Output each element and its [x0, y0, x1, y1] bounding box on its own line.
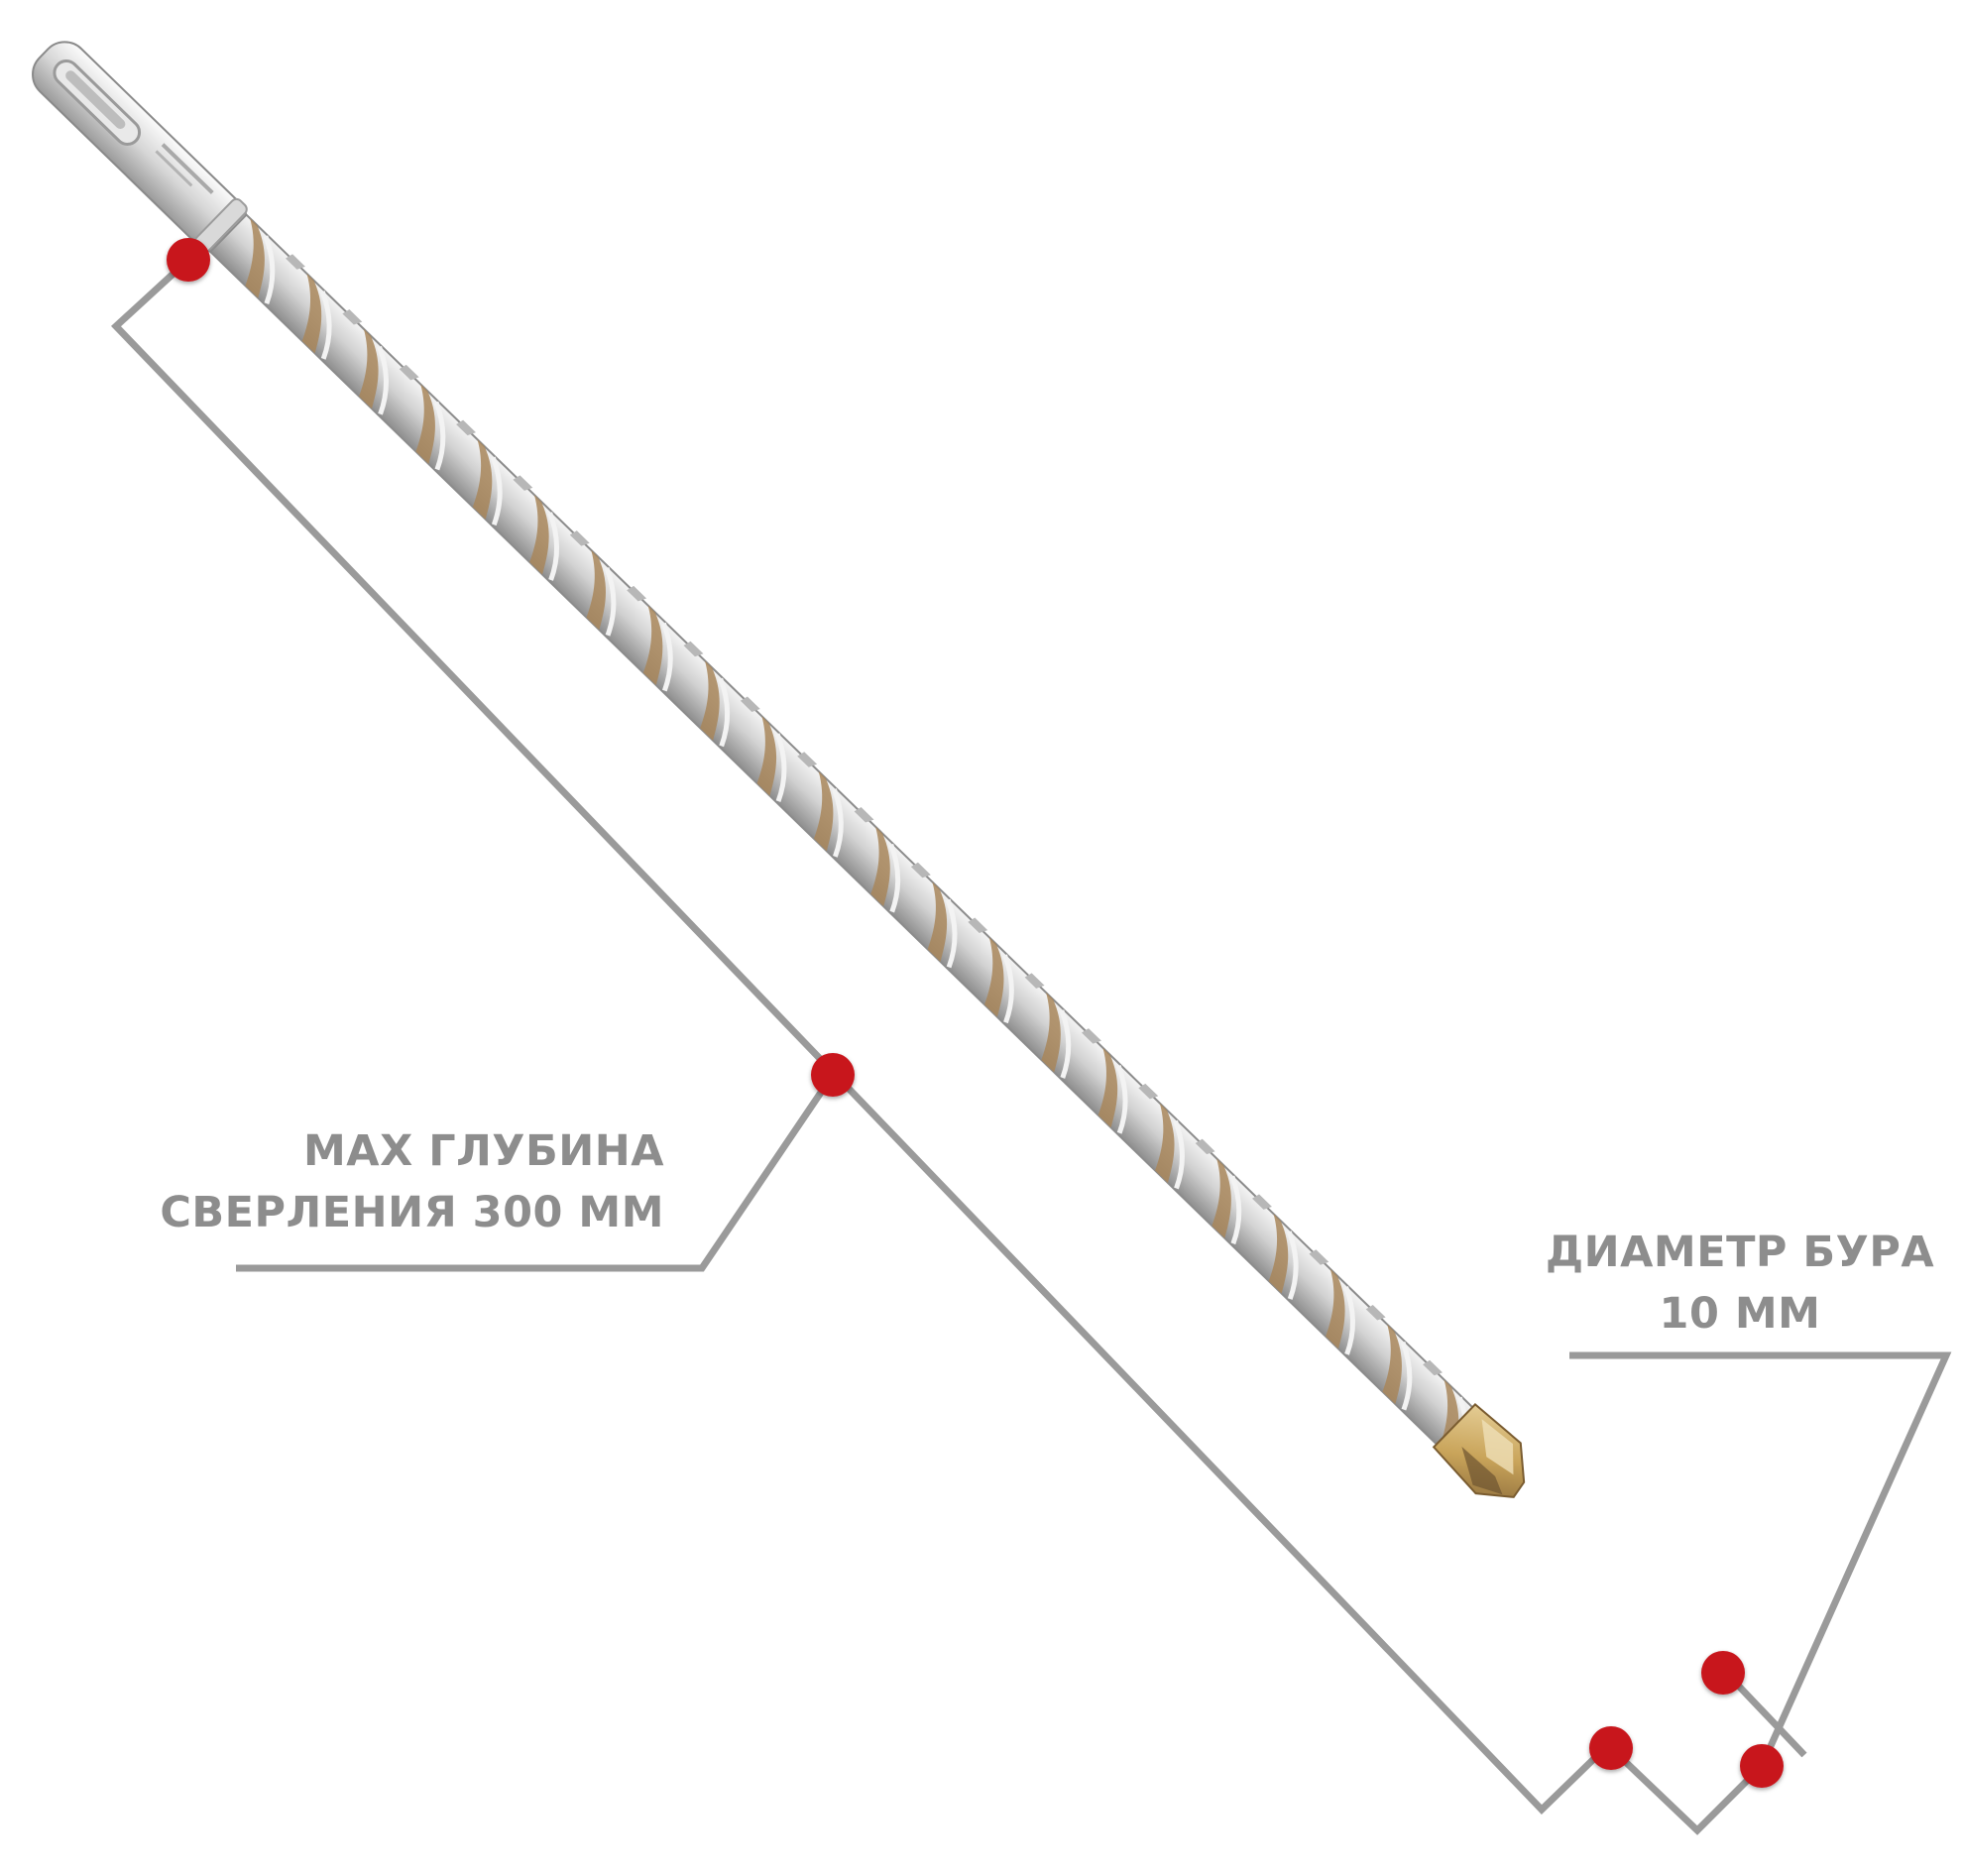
flute-groove: [529, 494, 549, 575]
flute-highlight: [377, 345, 389, 415]
drill-bit: [32, 41, 1526, 1498]
flute-groove: [1326, 1268, 1345, 1349]
flute-highlight: [1173, 1119, 1185, 1190]
flute-edge: [1195, 1138, 1215, 1155]
flute-groove: [472, 439, 493, 520]
flute-edge: [910, 862, 931, 879]
flute-edge: [627, 585, 647, 602]
marker-dot-tip-edge: [1701, 1651, 1745, 1695]
flute-highlight: [774, 733, 787, 802]
flute-highlight: [1115, 1064, 1128, 1134]
flute-edge: [1138, 1083, 1159, 1100]
depth-leader-line: [236, 1073, 836, 1272]
marker-dot-tip-side: [1740, 1744, 1784, 1788]
flute-highlight: [945, 898, 958, 969]
depth-bracket-line: [110, 257, 1611, 1815]
depth-label-line2: СВЕРЛЕНИЯ 300 ММ: [160, 1188, 664, 1237]
flute-groove: [983, 937, 1004, 1017]
flute-groove: [870, 826, 890, 907]
diameter-bracket-line: [1608, 1745, 1765, 1835]
flute-highlight: [1286, 1231, 1299, 1300]
callout-markers: [167, 238, 1784, 1788]
drill-shank: [32, 41, 248, 254]
flute-groove: [1041, 992, 1061, 1073]
diameter-label: ДИАМЕТР БУРА 10 ММ: [1532, 1222, 1948, 1345]
flute-edge: [1081, 1028, 1101, 1044]
flute-highlight: [547, 512, 560, 581]
flute-highlight: [1400, 1341, 1413, 1411]
flute-edge: [1252, 1194, 1272, 1210]
flute-groove: [586, 549, 607, 631]
flute-highlight: [1059, 1009, 1072, 1079]
flute-highlight: [263, 235, 276, 305]
flute-groove: [927, 881, 948, 962]
flute-edge: [513, 475, 533, 491]
flute-edge: [456, 419, 477, 436]
flute-edge: [1024, 973, 1045, 989]
flute-groove: [415, 384, 435, 464]
flute-highlight: [1002, 954, 1014, 1024]
depth-label-line1: MAX ГЛУБИНА: [303, 1126, 664, 1176]
depth-label: MAX ГЛУБИНА СВЕРЛЕНИЯ 300 ММ: [149, 1120, 664, 1243]
marker-dot-shank: [167, 238, 210, 282]
diameter-label-line2: 10 ММ: [1659, 1289, 1821, 1339]
diameter-label-line1: ДИАМЕТР БУРА: [1545, 1228, 1935, 1277]
flute-groove: [1097, 1047, 1118, 1128]
flute-groove: [1155, 1103, 1175, 1183]
flute-groove: [301, 273, 322, 354]
flute-highlight: [1343, 1286, 1355, 1355]
flute-groove: [245, 218, 265, 298]
flute-highlight: [888, 843, 901, 913]
flute-highlight: [832, 788, 844, 858]
flute-edge: [342, 309, 363, 325]
flute-edge: [1309, 1249, 1329, 1265]
diameter-leader-line: [1569, 1351, 1952, 1768]
flute-groove: [1382, 1324, 1402, 1405]
flute-edge: [968, 917, 988, 934]
flute-highlight: [490, 456, 503, 527]
flute-highlight: [319, 291, 332, 360]
marker-dot-depth-mid: [811, 1053, 855, 1097]
flute-groove: [642, 605, 663, 686]
flute-groove: [1212, 1158, 1231, 1238]
flute-edge: [683, 641, 704, 657]
flute-highlight: [718, 677, 731, 748]
flute-highlight: [433, 401, 446, 471]
flute-edge: [740, 696, 760, 712]
flute-groove: [756, 716, 777, 796]
drill-shaft: [208, 213, 1500, 1466]
flute-edge: [1365, 1304, 1386, 1321]
flute-groove: [813, 770, 834, 852]
flute-groove: [700, 660, 720, 741]
flute-highlight: [604, 567, 617, 637]
flute-edge: [569, 530, 590, 546]
flute-edge: [286, 254, 305, 270]
flute-groove: [1268, 1214, 1289, 1294]
flute-groove: [359, 328, 379, 410]
flute-highlight: [661, 622, 673, 692]
marker-dot-tip-bottom: [1589, 1726, 1633, 1770]
flute-highlight: [1229, 1175, 1242, 1245]
flute-edge: [797, 752, 818, 767]
flute-edge: [854, 807, 874, 823]
drill-tip: [1432, 1402, 1526, 1498]
flute-edge: [1423, 1359, 1443, 1376]
flute-edge: [399, 364, 419, 381]
diameter-tick-line: [1724, 1671, 1807, 1758]
